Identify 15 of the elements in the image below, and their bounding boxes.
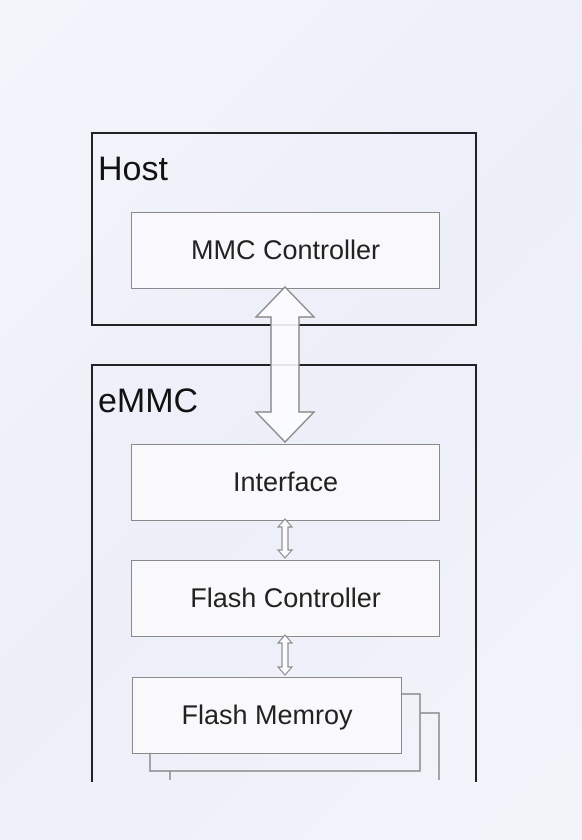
process-box [131,212,440,289]
container-box [91,364,477,782]
container-title: eMMC [98,384,198,418]
arrow [276,634,294,676]
box-label: Flash Memroy [181,700,353,731]
box-label: Flash Controller [190,583,381,614]
block-arrow [254,286,316,444]
arrow [276,518,294,559]
process-box [131,560,440,637]
process-box [132,677,402,754]
box-label: Interface [232,467,338,498]
box-label: MMC Controller [190,235,380,266]
process-box [131,444,440,521]
container-box [91,132,477,326]
container-title: Host [98,152,168,186]
